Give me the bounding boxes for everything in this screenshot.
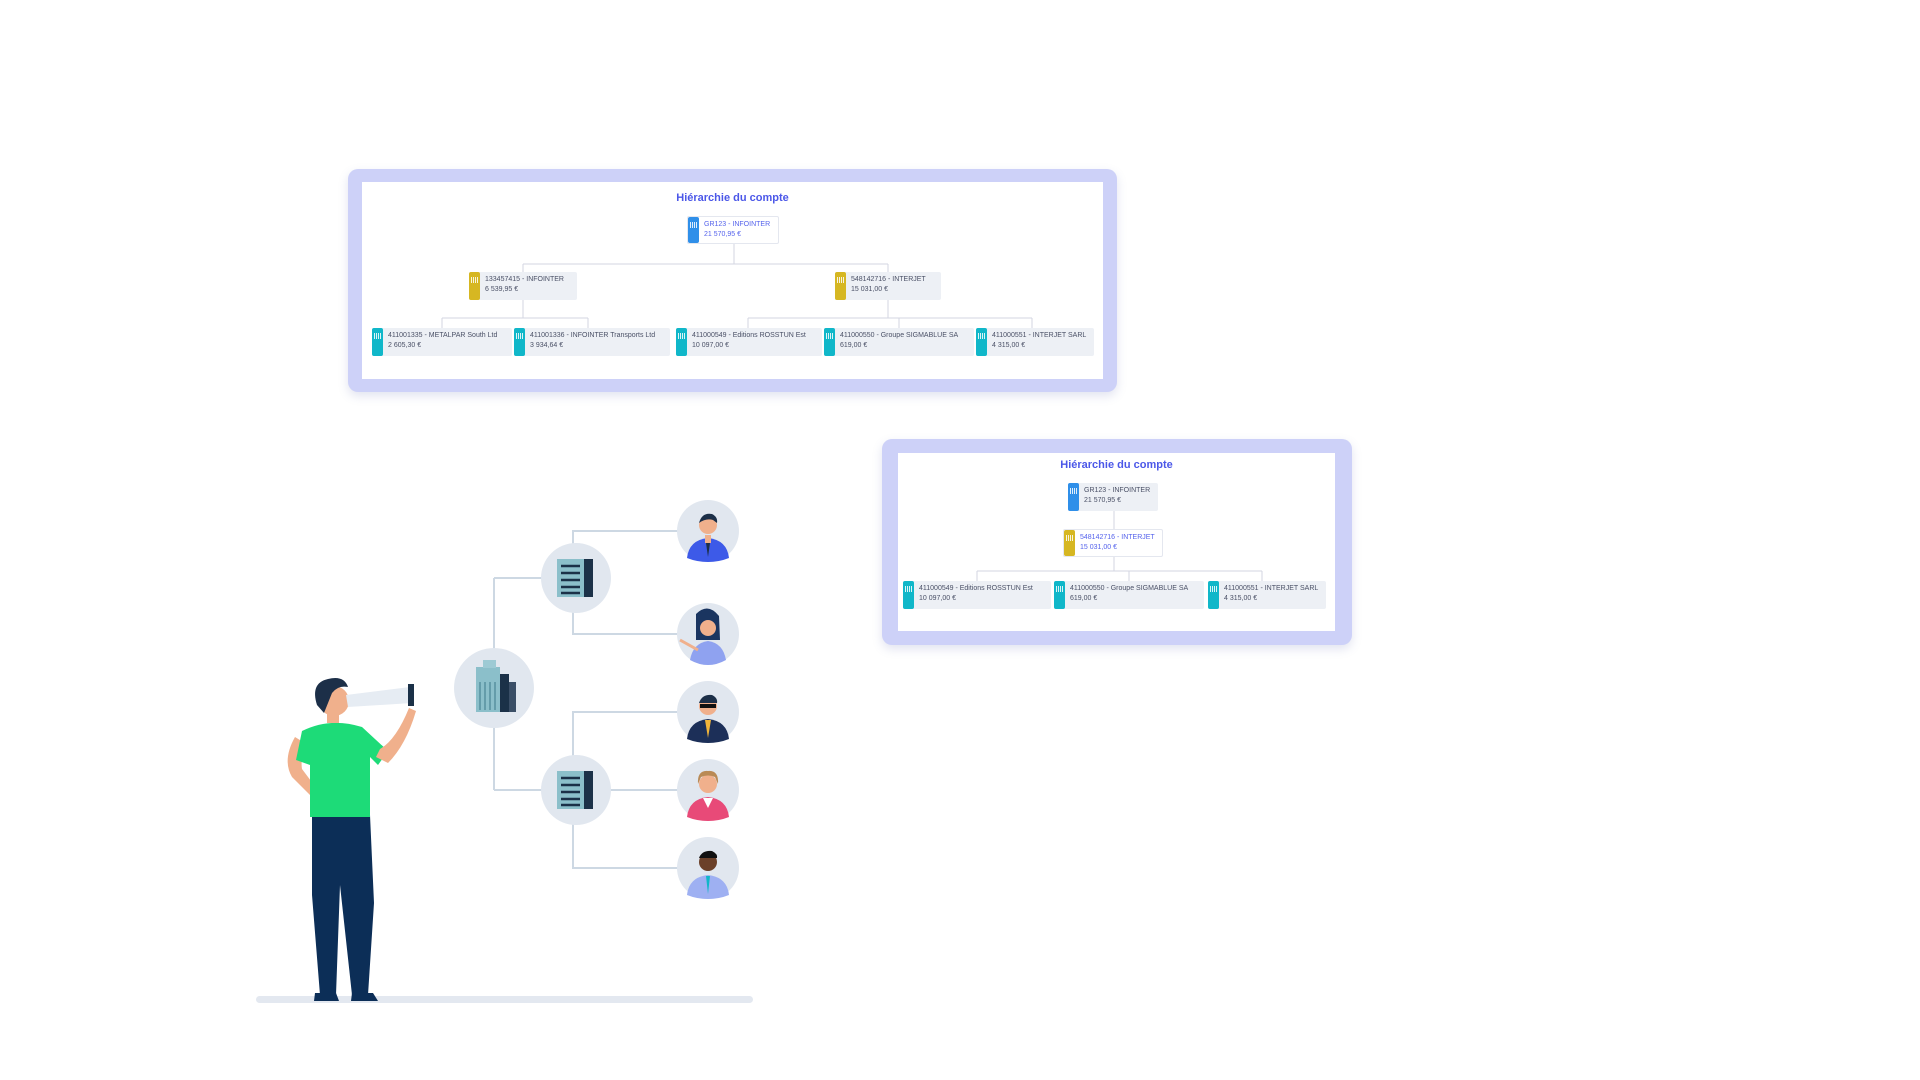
- person-with-binoculars-illustration: [287, 678, 416, 1001]
- node-amount: 619,00 €: [1070, 595, 1098, 602]
- building-icon: [835, 272, 846, 300]
- node-amount: 15 031,00 €: [851, 286, 888, 293]
- node-label: 548142716 - INTERJET: [851, 276, 926, 283]
- ground-shadow: [256, 996, 753, 1003]
- node-amount: 10 097,00 €: [919, 595, 956, 602]
- node-amount: 2 605,30 €: [388, 342, 422, 349]
- account-icon: [676, 328, 687, 356]
- hierarchy-links: [976, 511, 1263, 581]
- node-amount: 21 570,95 €: [704, 231, 741, 238]
- hierarchy-node[interactable]: 411000550 - Groupe SIGMABLUE SA 619,00 €: [1054, 581, 1204, 609]
- node-amount: 10 097,00 €: [692, 342, 729, 349]
- hierarchy-node[interactable]: 548142716 - INTERJET 15 031,00 €: [835, 272, 941, 300]
- panel-title: Hiérarchie du compte: [1060, 459, 1173, 471]
- account-icon: [1208, 581, 1219, 609]
- building-icon: [454, 648, 534, 728]
- node-amount: 21 570,95 €: [1084, 497, 1121, 504]
- hierarchy-node-root[interactable]: GR123 - INFOINTER 21 570,95 €: [687, 216, 779, 244]
- node-label: 411000549 - Editions ROSSTUN Est: [692, 332, 806, 339]
- account-icon: [514, 328, 525, 356]
- node-amount: 6 539,95 €: [485, 286, 519, 293]
- hierarchy-links: [441, 244, 1033, 328]
- person-avatar-icon: [677, 500, 739, 562]
- hierarchy-node[interactable]: 411000551 - INTERJET SARL 4 315,00 €: [976, 328, 1094, 356]
- node-label: 411000551 - INTERJET SARL: [1224, 585, 1319, 592]
- node-label: GR123 - INFOINTER: [704, 221, 771, 228]
- account-icon: [903, 581, 914, 609]
- binoculars-icon: [346, 684, 414, 707]
- hierarchy-panel-branch: Hiérarchie du compte GR123 - INFOINTER 21…: [882, 439, 1352, 645]
- hierarchy-node[interactable]: 411000550 - Groupe SIGMABLUE SA 619,00 €: [824, 328, 974, 356]
- person-avatar-icon: [677, 759, 739, 821]
- node-label: 133457415 - INFOINTER: [485, 276, 564, 283]
- hierarchy-panel-content: Hiérarchie du compte GR123 - INFOINTER 21…: [362, 182, 1103, 379]
- node-amount: 4 315,00 €: [1224, 595, 1258, 602]
- panel-title: Hiérarchie du compte: [676, 192, 789, 204]
- account-icon: [976, 328, 987, 356]
- hierarchy-node[interactable]: 411000549 - Editions ROSSTUN Est 10 097,0…: [676, 328, 822, 356]
- group-building-icon: [541, 755, 611, 825]
- hierarchy-panel-content: Hiérarchie du compte GR123 - INFOINTER 21…: [898, 453, 1335, 631]
- account-icon: [372, 328, 383, 356]
- hierarchy-node-selected[interactable]: 548142716 - INTERJET 15 031,00 €: [1063, 529, 1163, 557]
- account-icon: [1054, 581, 1065, 609]
- hierarchy-node-root[interactable]: GR123 - INFOINTER 21 570,95 €: [1068, 483, 1158, 511]
- person-avatar-icon: [677, 837, 739, 899]
- org-tree-illustration: [454, 500, 739, 899]
- hierarchy-node[interactable]: 411001336 - INFOINTER Transports Ltd 3 93…: [514, 328, 670, 356]
- node-label: 411000550 - Groupe SIGMABLUE SA: [1070, 585, 1189, 592]
- node-label: 411001335 - METALPAR South Ltd: [388, 332, 498, 339]
- node-label: GR123 - INFOINTER: [1084, 487, 1151, 494]
- node-label: 411001336 - INFOINTER Transports Ltd: [530, 332, 656, 339]
- node-label: 411000551 - INTERJET SARL: [992, 332, 1087, 339]
- building-icon: [1064, 530, 1075, 556]
- account-icon: [824, 328, 835, 356]
- hierarchy-panel-full: Hiérarchie du compte GR123 - INFOINTER 21…: [348, 169, 1117, 392]
- hierarchy-node[interactable]: 411000549 - Editions ROSSTUN Est 10 097,0…: [903, 581, 1051, 609]
- building-icon: [469, 272, 480, 300]
- hierarchy-node[interactable]: 411001335 - METALPAR South Ltd 2 605,30 €: [372, 328, 512, 356]
- group-building-icon: [1068, 483, 1079, 511]
- node-amount: 15 031,00 €: [1080, 544, 1117, 551]
- hierarchy-node[interactable]: 133457415 - INFOINTER 6 539,95 €: [469, 272, 577, 300]
- node-label: 411000549 - Editions ROSSTUN Est: [919, 585, 1033, 592]
- node-amount: 4 315,00 €: [992, 342, 1026, 349]
- node-label: 411000550 - Groupe SIGMABLUE SA: [840, 332, 959, 339]
- person-avatar-icon: [677, 681, 739, 743]
- node-label: 548142716 - INTERJET: [1080, 534, 1155, 541]
- group-building-icon: [541, 543, 611, 613]
- node-amount: 619,00 €: [840, 342, 868, 349]
- hierarchy-node[interactable]: 411000551 - INTERJET SARL 4 315,00 €: [1208, 581, 1326, 609]
- group-building-icon: [688, 217, 699, 243]
- person-avatar-icon: [677, 603, 739, 665]
- node-amount: 3 934,64 €: [530, 342, 564, 349]
